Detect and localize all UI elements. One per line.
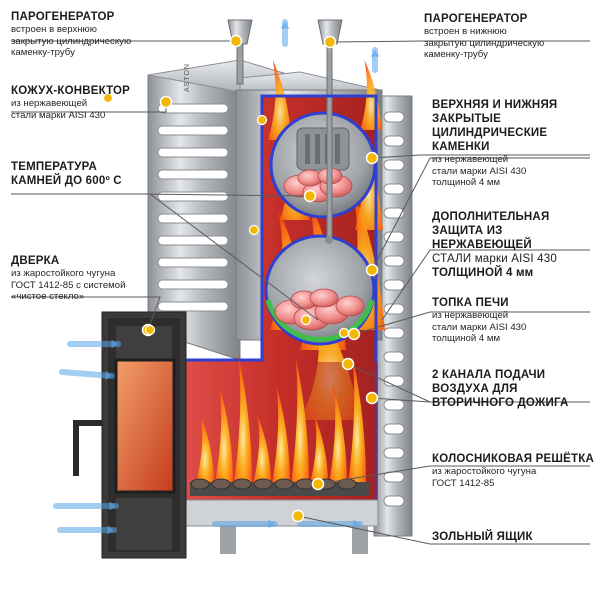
- bullet-dot-icon: [102, 34, 379, 523]
- slot: [157, 169, 229, 180]
- stone-icon: [274, 167, 365, 331]
- label-channels: 2 КАНАЛА ПОДАЧИ ВОЗДУХА ДЛЯ ВТОРИЧНОГО Д…: [432, 369, 569, 410]
- brand-logo: ASTON: [184, 63, 191, 92]
- flame-icon: [196, 354, 366, 484]
- slot: [383, 255, 405, 267]
- slot: [383, 279, 405, 291]
- slot: [157, 191, 229, 202]
- air-arrow-icon: [53, 19, 380, 535]
- convector-slots: [157, 103, 229, 312]
- grate: [190, 478, 370, 496]
- label-convector: КОЖУХ-КОНВЕКТОР из нержавеющей стали мар…: [11, 85, 131, 121]
- label-protection: ДОПОЛНИТЕЛЬНАЯ ЗАЩИТА ИЗ НЕРЖАВЕЮЩЕЙ СТА…: [432, 211, 557, 280]
- slot: [383, 183, 405, 195]
- slot: [383, 423, 405, 435]
- slot: [383, 447, 405, 459]
- slot: [383, 375, 405, 387]
- slot: [383, 351, 405, 363]
- slot: [383, 231, 405, 243]
- convector-casing: [147, 59, 381, 361]
- label-stones-temp: ТЕМПЕРАТУРА КАМНЕЙ ДО 600º С: [11, 161, 122, 188]
- slot: [157, 213, 229, 224]
- slot: [157, 301, 229, 312]
- label-ashbox: ЗОЛЬНЫЙ ЯЩИК: [432, 531, 533, 543]
- slot: [157, 103, 229, 114]
- label-door: ДВЕРКА из жаростойкого чугуна ГОСТ 1412-…: [11, 255, 126, 303]
- leader-lines: [11, 40, 590, 545]
- slot: [383, 399, 405, 411]
- door: [73, 311, 187, 559]
- slot: [383, 111, 405, 123]
- slot: [383, 495, 405, 507]
- slot: [383, 471, 405, 483]
- slot: [383, 303, 405, 315]
- label-steam-right: ПАРОГЕНЕРАТОР встроен в нижнюю закрытую …: [424, 13, 545, 61]
- slot: [157, 257, 229, 268]
- slot: [157, 235, 229, 246]
- label-steam-left: ПАРОГЕНЕРАТОР встроен в верхнюю закрытую…: [11, 11, 132, 59]
- label-firebox: ТОПКА ПЕЧИ из нержавеющей стали марки AI…: [432, 297, 527, 345]
- slot: [157, 125, 229, 136]
- right-side-panel: [373, 95, 413, 537]
- slot: [383, 159, 405, 171]
- side-slots: [383, 111, 405, 507]
- slot: [383, 135, 405, 147]
- label-heaters: ВЕРХНЯЯ И НИЖНЯЯ ЗАКРЫТЫЕ ЦИЛИНДРИЧЕСКИЕ…: [432, 99, 558, 189]
- label-grate: КОЛОСНИКОВАЯ РЕШЁТКА из жаростойкого чуг…: [432, 453, 594, 489]
- slot: [383, 207, 405, 219]
- slot: [383, 327, 405, 339]
- slot: [157, 279, 229, 290]
- slot: [157, 147, 229, 158]
